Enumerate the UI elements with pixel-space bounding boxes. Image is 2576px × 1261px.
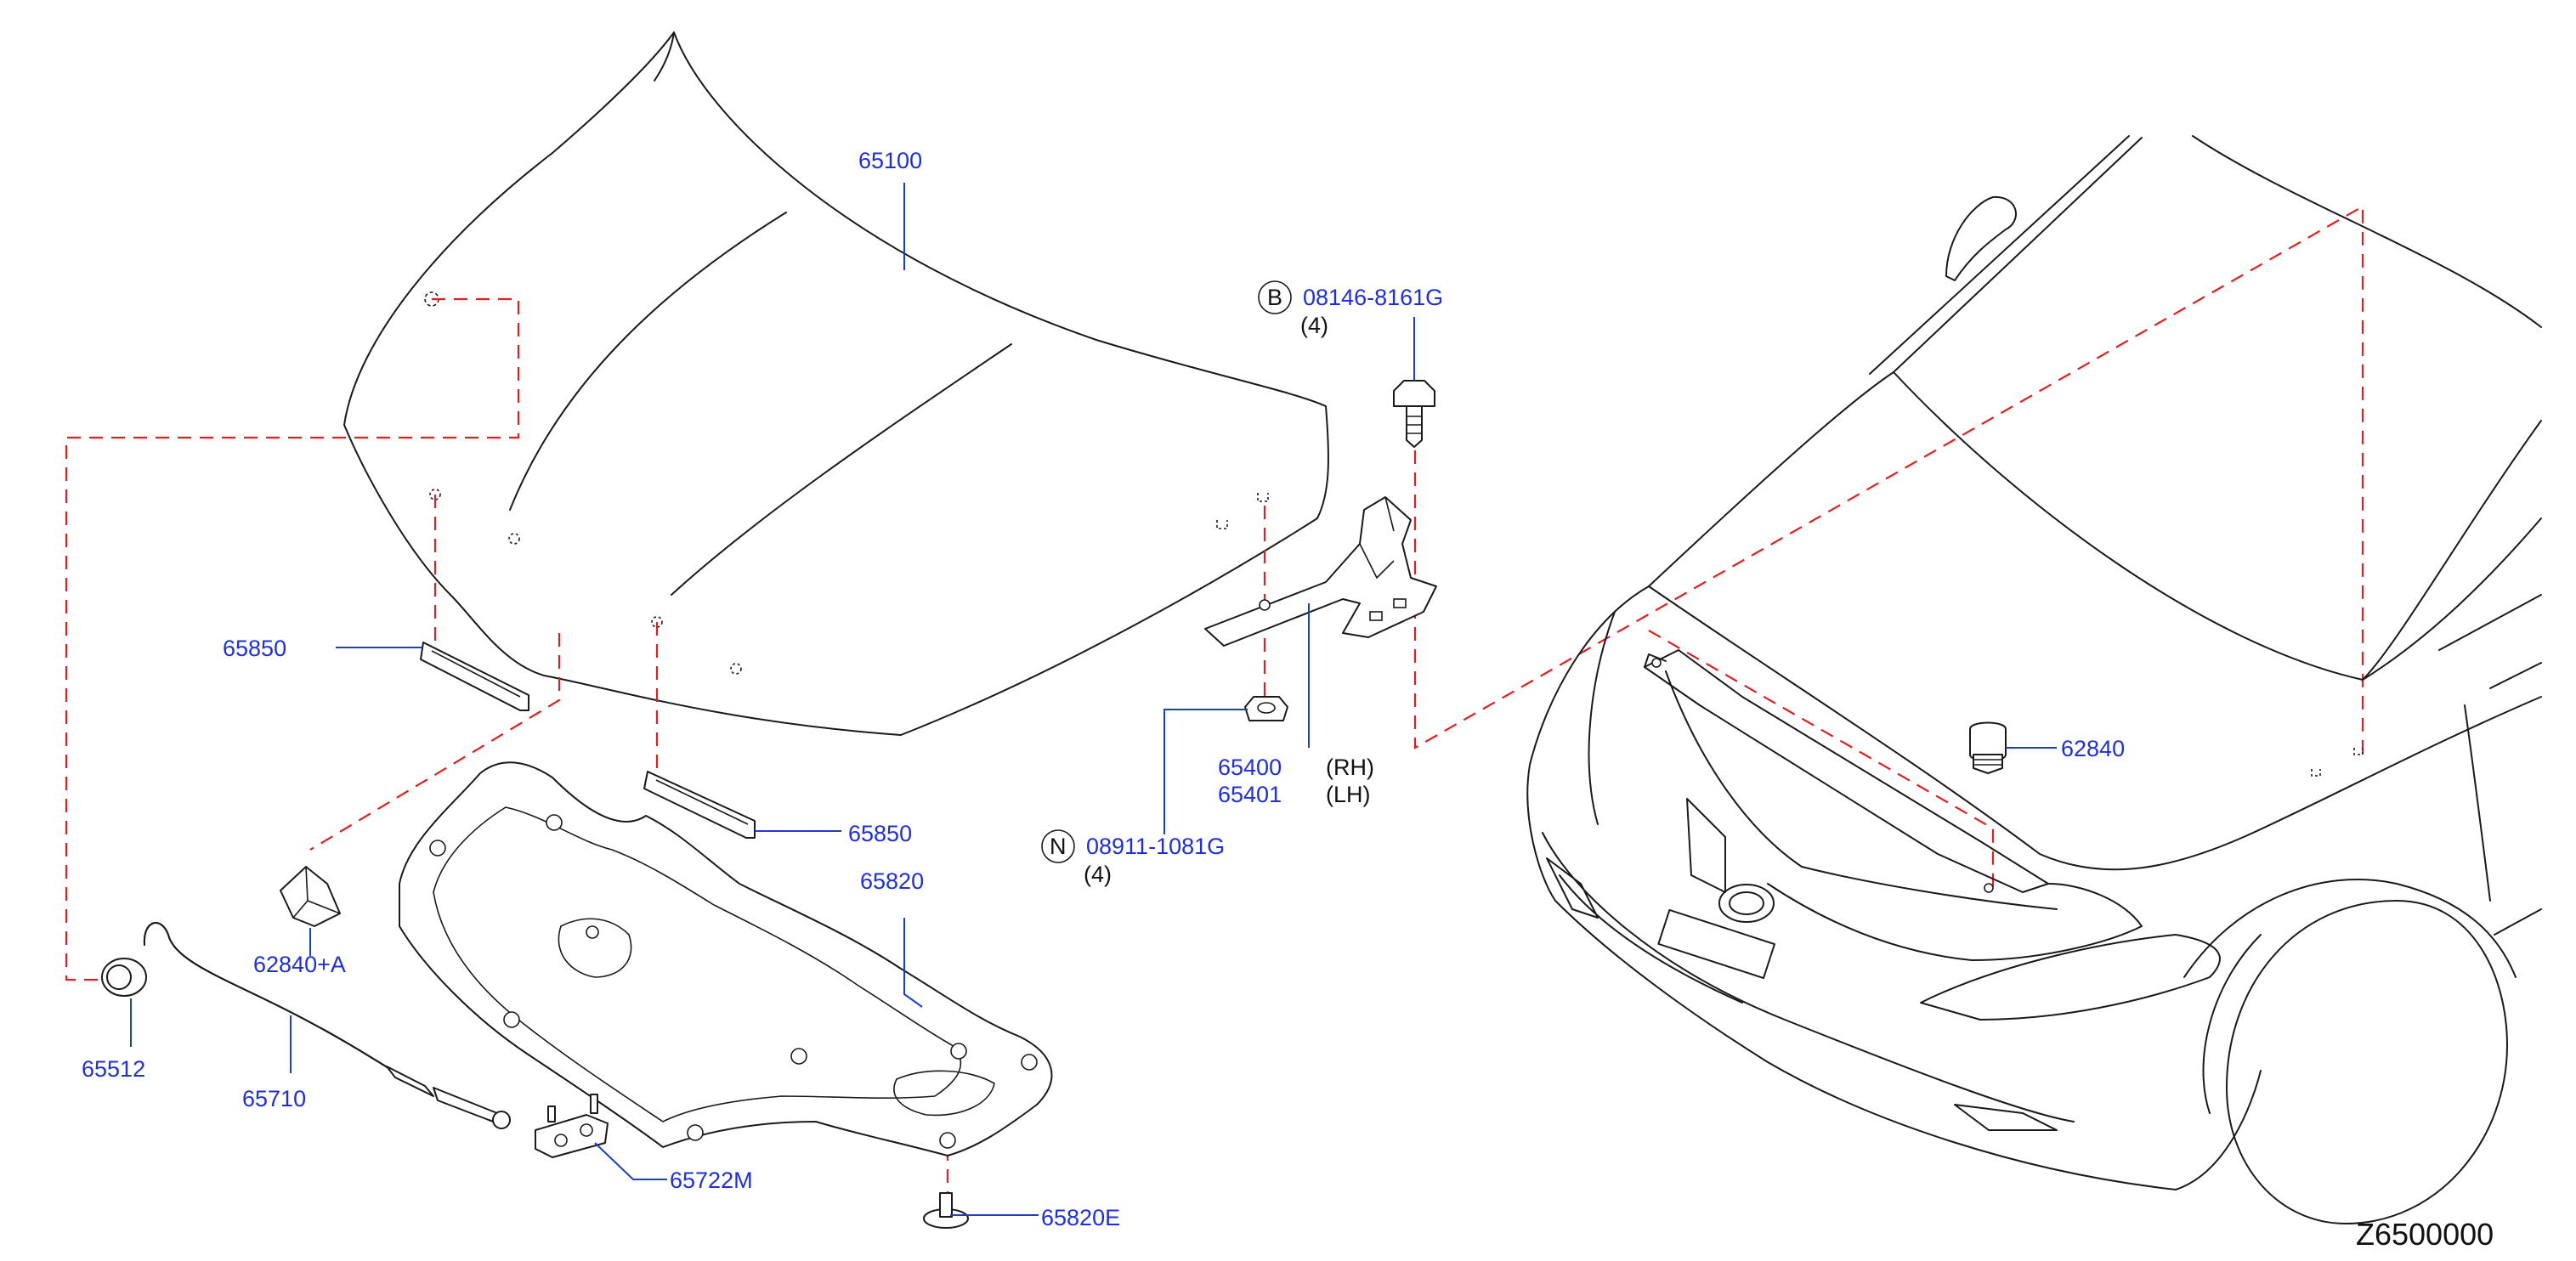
label-bolt-prefix: B xyxy=(1267,285,1282,310)
label-hood: 65100 xyxy=(858,148,922,173)
label-nut-prefix: N xyxy=(1050,834,1067,859)
hinge-nut xyxy=(1244,696,1288,721)
hood-panel xyxy=(343,31,1329,736)
hood-holes xyxy=(424,291,1269,675)
label-bolt-qty: (4) xyxy=(1300,313,1328,338)
hood-support-rod xyxy=(143,922,511,1129)
label-insulator-clip: 65820E xyxy=(1041,1205,1120,1230)
label-hood-rod: 65710 xyxy=(242,1086,306,1111)
label-hood-stop-a: 62840+A xyxy=(253,952,346,977)
hinge-bolt xyxy=(1393,380,1435,448)
hood-hinge xyxy=(1204,496,1437,647)
diagram-code: Z6500000 xyxy=(2356,1217,2494,1252)
label-hood-stop: 62840 xyxy=(2061,736,2125,761)
hood-stop xyxy=(1969,721,2007,774)
label-rod-holder: 65722M xyxy=(670,1168,753,1193)
nut-prefix-circle xyxy=(1041,829,1075,863)
label-lh: (LH) xyxy=(1326,782,1371,807)
label-insulator: 65820 xyxy=(860,868,924,894)
hood-seal-left xyxy=(420,642,529,711)
label-hinge-lh: 65401 xyxy=(1218,782,1282,807)
bolt-prefix-circle xyxy=(1258,280,1292,314)
rod-holder xyxy=(535,1094,609,1158)
bumper-rubber xyxy=(101,958,147,997)
insulator-clip xyxy=(923,1192,969,1229)
callouts: 65100 65850 65850 65820 65820E 65512 657… xyxy=(82,148,2494,1252)
label-nut-qty: (4) xyxy=(1084,862,1112,887)
label-bumper-rubber: 65512 xyxy=(82,1056,145,1082)
label-hood-seal-center: 65850 xyxy=(848,821,912,846)
label-hood-seal-left: 65850 xyxy=(223,636,286,661)
label-rh: (RH) xyxy=(1326,755,1374,780)
hood-seal-center xyxy=(643,771,756,839)
reference-lines xyxy=(65,205,2364,1194)
hood-stop-a xyxy=(280,866,341,927)
leader-lines xyxy=(130,183,2057,1216)
label-hinge-rh: 65400 xyxy=(1218,755,1282,780)
label-bolt: 08146-8161G xyxy=(1303,285,1443,310)
label-nut: 08911-1081G xyxy=(1086,834,1225,859)
car-front-view xyxy=(1526,135,2542,1224)
hood-insulator xyxy=(399,761,1053,1156)
